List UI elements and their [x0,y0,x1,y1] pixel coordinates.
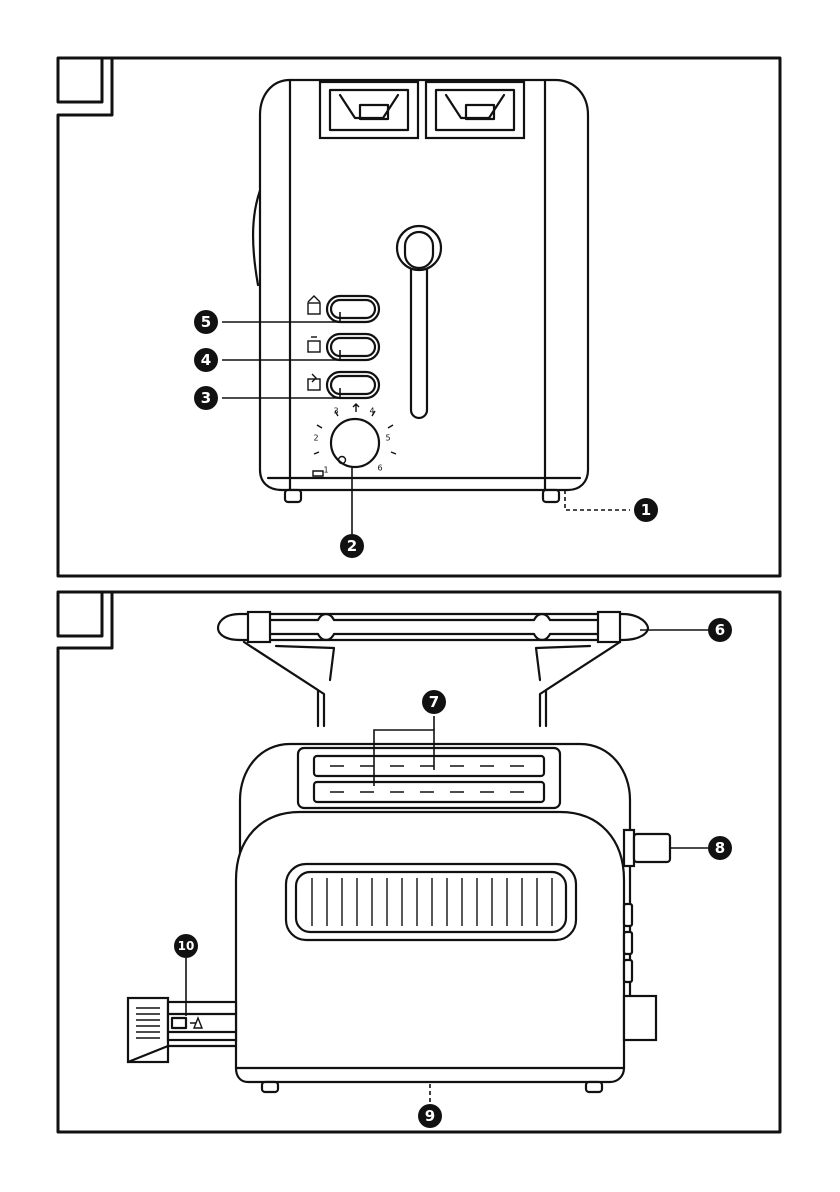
lever-track [411,250,427,418]
svg-text:10: 10 [178,939,195,953]
dial-tick-label: 5 [385,434,390,443]
svg-text:2: 2 [347,537,357,555]
leader-line [565,490,630,510]
callout-7: 7 [422,690,446,714]
dial-tick-label: 4 [369,407,374,416]
dial-tick-label: 2 [313,434,318,443]
rack-leg-right [540,642,620,726]
dial-side-profile [624,996,656,1040]
toaster-front-body [236,812,624,1082]
lever-base [624,830,634,866]
callout-8: 8 [708,836,732,860]
callout-6: 6 [708,618,732,642]
callout-2: 2 [340,534,364,558]
lever-knob-inner [405,232,433,268]
dial-tick-label: 6 [377,464,382,473]
crumb-tray-body [168,1002,236,1040]
dial-tick-label: 1 [323,466,328,475]
rack-top-bar [218,614,648,640]
toaster-perspective-view [236,744,670,1092]
crumb-tray [128,998,236,1062]
side-button [624,932,632,954]
svg-text:3: 3 [201,389,211,407]
callout-1: 1 [634,498,658,522]
svg-text:6: 6 [715,621,725,639]
side-button [624,904,632,926]
side-vent-outer [286,864,576,940]
rack-clip-left [248,612,270,642]
dial-tick-label: 3 [333,407,338,416]
foot [586,1082,602,1092]
front-foot-left [285,490,301,502]
callout-5: 5 [194,310,218,334]
foot [262,1082,278,1092]
side-button [624,960,632,982]
rack-leg-left [244,642,324,726]
callout-10: 10 [174,934,198,958]
svg-text:9: 9 [425,1107,435,1125]
rack-leg-left-brace [276,646,334,680]
callout-4: 4 [194,348,218,372]
callout-9: 9 [418,1104,442,1128]
front-foot-right [543,490,559,502]
rack-clip-right [598,612,620,642]
svg-text:4: 4 [201,351,211,369]
svg-text:1: 1 [641,501,651,519]
svg-text:7: 7 [429,693,439,711]
figure-2-number-box [58,592,102,636]
toaster-front-view: 1 2 3 4 5 6 [253,80,588,502]
svg-text:8: 8 [715,839,725,857]
callout-3: 3 [194,386,218,410]
lever-knob [634,834,670,862]
svg-text:5: 5 [201,313,211,331]
rack-leg-right-brace [536,646,590,680]
figure-1-number-box [58,58,102,102]
